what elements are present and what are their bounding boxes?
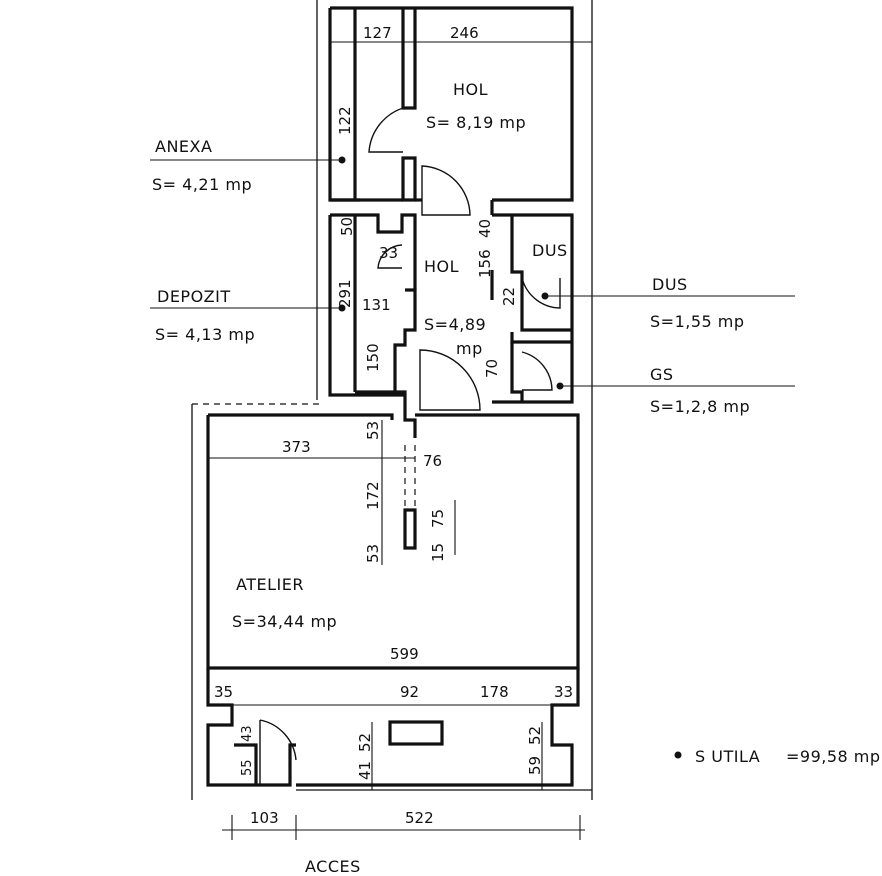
total-label: S UTILA xyxy=(695,747,760,766)
leader-dot-depozit xyxy=(338,304,346,312)
door-atelier xyxy=(419,349,481,411)
dim-53b: 53 xyxy=(364,544,382,563)
dim-52b: 52 xyxy=(526,726,544,745)
atelier-pillar xyxy=(403,508,417,550)
dim-35: 35 xyxy=(214,683,233,701)
dim-40: 40 xyxy=(476,219,494,238)
dim-52a: 52 xyxy=(356,733,374,752)
label-dus-inner: DUS xyxy=(532,241,568,260)
dim-33b: 33 xyxy=(554,683,573,701)
dim-50: 50 xyxy=(338,217,356,236)
wall-dus-inner xyxy=(510,215,572,332)
label-hol-mid: HOL xyxy=(424,257,459,276)
area-atelier: S=34,44 mp xyxy=(232,612,337,631)
wall-acces-box xyxy=(234,743,258,785)
label-hol-top: HOL xyxy=(453,80,488,99)
dim-92: 92 xyxy=(400,683,419,701)
dim-53a: 53 xyxy=(364,421,382,440)
wall-atelier-top-left xyxy=(208,413,394,420)
wall-gs-inner xyxy=(510,342,524,402)
total-value: =99,58 mp xyxy=(786,747,881,766)
leader-dot-dus xyxy=(541,292,549,300)
door-dus xyxy=(521,277,561,309)
acces-opening-rect xyxy=(388,720,444,746)
dim-22: 22 xyxy=(500,287,518,306)
wall-anexa-right-upper xyxy=(401,8,417,110)
label-acces: ACCES xyxy=(305,857,361,876)
dim-33: 33 xyxy=(379,244,398,262)
dim-127: 127 xyxy=(363,24,392,42)
wall-depozit-right-step xyxy=(393,288,417,392)
dim-599: 599 xyxy=(390,645,419,663)
door-hol-mid xyxy=(421,165,471,216)
wall-hol-top xyxy=(415,6,574,202)
leader-dot-gs xyxy=(556,382,564,390)
leader-dot-anexa xyxy=(338,156,346,164)
dim-76: 76 xyxy=(423,452,442,470)
dim-75: 75 xyxy=(429,509,447,528)
area-depozit: S= 4,13 mp xyxy=(155,325,255,344)
label-atelier: ATELIER xyxy=(236,575,304,594)
label-anexa: ANEXA xyxy=(155,137,212,156)
wall-depozit-bottom xyxy=(355,390,417,438)
door-depozit xyxy=(377,244,403,269)
wall-depozit-outer xyxy=(328,215,405,397)
area-gs: S=1,2,8 mp xyxy=(650,397,750,416)
label-dus: DUS xyxy=(652,275,688,294)
label-depozit: DEPOZIT xyxy=(157,287,231,306)
wall-depozit-top xyxy=(330,213,417,290)
door-acces-arc xyxy=(259,719,297,761)
area-dus: S=1,55 mp xyxy=(650,312,745,331)
dim-178: 178 xyxy=(480,683,509,701)
area-hol-mid-2: mp xyxy=(456,339,483,358)
wall-gs-top xyxy=(510,332,572,344)
dim-55: 55 xyxy=(240,759,255,776)
door-gs xyxy=(521,351,553,391)
dim-15: 15 xyxy=(429,543,447,562)
area-hol-top: S= 8,19 mp xyxy=(426,113,526,132)
area-anexa: S= 4,21 mp xyxy=(152,175,252,194)
dim-522: 522 xyxy=(405,809,434,827)
total-bullet xyxy=(674,751,682,759)
dim-41: 41 xyxy=(356,761,374,780)
dim-172: 172 xyxy=(364,481,382,510)
dim-122: 122 xyxy=(336,106,354,135)
wall-dus-gs-outer xyxy=(492,213,574,404)
door-anexa xyxy=(368,107,404,153)
dim-70: 70 xyxy=(483,359,501,378)
dim-156: 156 xyxy=(476,249,494,278)
wall-anexa-right-lower xyxy=(401,156,417,202)
dim-291: 291 xyxy=(336,279,354,308)
label-gs: GS xyxy=(650,365,674,384)
dim-373: 373 xyxy=(282,438,311,456)
dim-43: 43 xyxy=(240,725,255,742)
area-hol-mid-1: S=4,89 xyxy=(424,315,486,334)
dim-59: 59 xyxy=(526,756,544,775)
dim-150: 150 xyxy=(364,343,382,372)
dim-131: 131 xyxy=(362,296,391,314)
dim-246: 246 xyxy=(450,24,479,42)
dim-103: 103 xyxy=(250,809,279,827)
